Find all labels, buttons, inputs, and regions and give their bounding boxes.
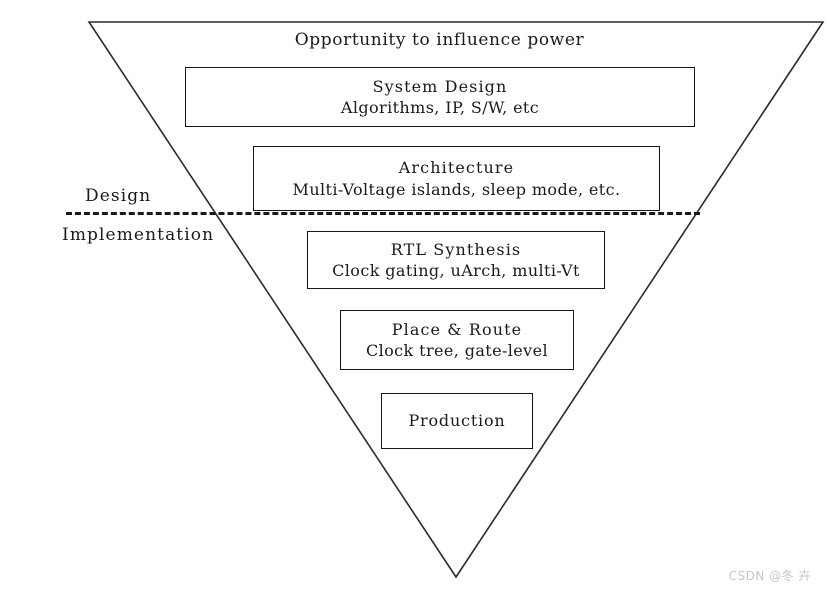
stage-box-place-and-route[interactable]: Place & Route Clock tree, gate-level: [340, 310, 574, 370]
stage-box-architecture[interactable]: Architecture Multi-Voltage islands, slee…: [253, 146, 660, 211]
triangle-outline: [87, 21, 825, 579]
divider-label-design: Design: [85, 186, 152, 206]
csdn-watermark: CSDN @冬 卉: [728, 569, 811, 583]
stage-box-rtl-synthesis[interactable]: RTL Synthesis Clock gating, uArch, multi…: [307, 231, 605, 289]
stage-box-production[interactable]: Production: [381, 393, 533, 449]
stage-title-rtl-synthesis: RTL Synthesis: [390, 239, 522, 259]
stage-title-production: Production: [408, 411, 506, 431]
stage-title-architecture: Architecture: [398, 158, 515, 178]
stage-detail-place-and-route: Clock tree, gate-level: [365, 341, 549, 360]
design-implementation-divider: [66, 212, 700, 215]
stage-title-place-and-route: Place & Route: [391, 319, 523, 339]
stage-detail-rtl-synthesis: Clock gating, uArch, multi-Vt: [332, 261, 580, 280]
divider-label-implementation: Implementation: [62, 225, 215, 245]
stage-detail-system-design: Algorithms, IP, S/W, etc: [340, 98, 540, 117]
stage-detail-architecture: Multi-Voltage islands, sleep mode, etc.: [292, 179, 621, 199]
stage-title-system-design: System Design: [372, 76, 508, 96]
page-title: Opportunity to influence power: [294, 30, 585, 50]
stage-box-system-design[interactable]: System Design Algorithms, IP, S/W, etc: [185, 67, 695, 127]
